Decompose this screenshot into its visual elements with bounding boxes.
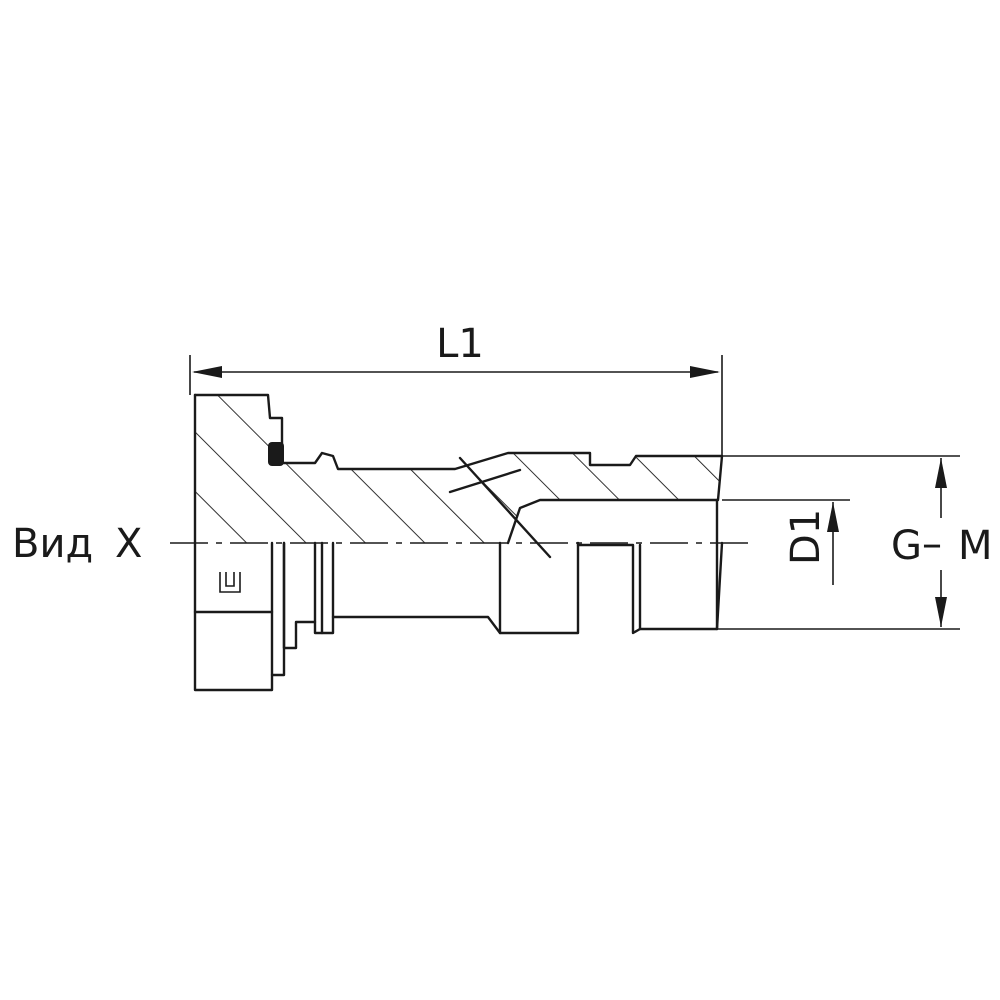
- label-thread-M: M: [958, 523, 993, 569]
- dimension-L1: [189, 355, 723, 456]
- section-hatching: [195, 395, 722, 543]
- label-L1: L1: [436, 321, 484, 367]
- cross-bore-line-1: [458, 456, 552, 559]
- seal-ring: [268, 442, 284, 466]
- shaft-view: [331, 498, 724, 635]
- hex-head-view: [193, 541, 286, 692]
- cross-bore-line-2: [448, 468, 522, 494]
- label-thread-G: G: [891, 523, 922, 569]
- collar-view: [282, 541, 335, 650]
- label-view: Вид: [12, 521, 93, 567]
- label-thread-sep: –: [922, 521, 942, 567]
- section-outline: [193, 393, 724, 545]
- label-D1: D1: [783, 509, 829, 565]
- dimension-D1: [722, 499, 850, 585]
- dimension-thread: [717, 455, 960, 630]
- label-view-letter: X: [115, 521, 142, 567]
